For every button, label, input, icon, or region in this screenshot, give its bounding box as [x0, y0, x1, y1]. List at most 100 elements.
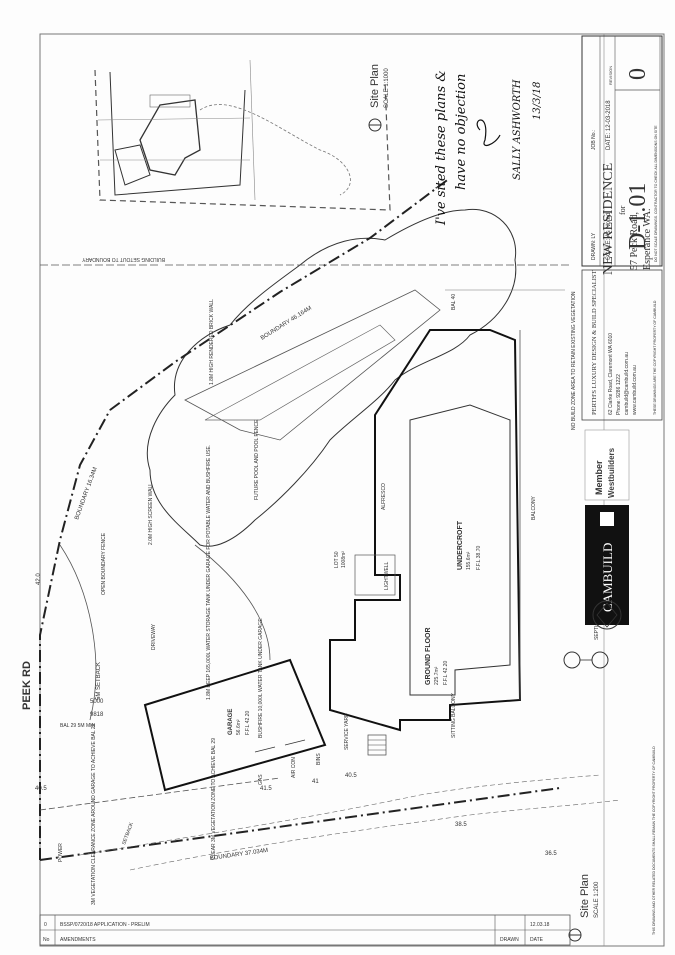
company-name: PERTH'S LUXURY DESIGN & BUILD SPECIALIST: [591, 271, 598, 415]
revision-description: BSSP/0720/18 APPLICATION - PRELIM: [60, 922, 150, 928]
driveway-right-edge: [194, 544, 271, 661]
setout-label: BUILDING SETOUT TO BOUNDARY: [81, 256, 165, 262]
ground-ffl: F.F.L 42.20: [443, 661, 449, 685]
bal29-label: BAL 29 5M MIN: [60, 723, 95, 729]
project-for: for: [618, 205, 627, 215]
boundary-south-line: [39, 787, 561, 861]
setback-small-label: SETBACK: [121, 821, 135, 846]
revision-head-no: No: [43, 937, 50, 943]
lot-area: 1008m²: [341, 551, 347, 568]
copyright-long: THIS DRAWING AND OTHER RELATED DOCUMENTS…: [652, 746, 656, 935]
site-plan-title-text: Site Plan: [579, 874, 591, 918]
drawing-scale: SCALE: As Noted: [606, 213, 612, 260]
no-build-label: NO BUILD ZONE AREA TO RETAIN EXISTING VE…: [571, 291, 577, 430]
scale-note: DO NOT SCALE DRAWINGS. CONTRACTOR TO CHE…: [654, 125, 658, 262]
tree-canopy-outline: [146, 208, 517, 547]
screen-wall-label: 2.0M HIGH SCREEN WALL: [148, 483, 154, 545]
boundary-north-label: BOUNDARY 16.34M: [74, 467, 99, 521]
balcony-label: BALCONY: [531, 495, 537, 520]
revision-head-drawn: DRAWN: [500, 937, 519, 943]
boundary-north-line: [39, 409, 111, 860]
boundary-east-line: [109, 177, 451, 411]
lightwell-outline: [354, 554, 396, 596]
site-plan-title-text: Site Plan: [369, 64, 381, 108]
company-info: PERTH'S LUXURY DESIGN & BUILD SPECIALIST…: [581, 269, 663, 421]
revision-number: 0: [44, 922, 47, 928]
contour-label: 41: [312, 779, 319, 785]
project-address-1: 57 Peck Road,: [629, 212, 640, 270]
site-plan-scale-text: SCALE 1:1000: [384, 68, 390, 108]
lightwell-label: LIGHTWELL: [384, 561, 390, 590]
company-address: 62 Clarke Road, Claremont WA 6010: [608, 333, 614, 415]
driveway-left-edge: [59, 544, 97, 721]
power-label: POWER: [58, 843, 64, 862]
member-text: Member: [594, 460, 604, 495]
bins-label: BINS: [316, 753, 322, 765]
driveway-label: DRIVEWAY: [151, 623, 157, 650]
cambuild-emblem-icon: [592, 600, 622, 630]
association-text: Westbuilders: [607, 447, 616, 498]
boundary-east-label: BOUNDARY 46.164M: [260, 305, 313, 341]
ground-floor-label: GROUND FLOOR: [425, 627, 432, 685]
sitting-balcony-label: SITTING BALCONY: [451, 692, 457, 738]
handwritten-approval: I've sited these plans & have no objecti…: [434, 70, 543, 226]
undercroft-label: UNDERCROFT: [457, 520, 464, 570]
site-plan-scale-text: SCALE 1:200: [594, 881, 600, 918]
cambuild-logo: CAMBUILD: [585, 505, 629, 625]
drawn-by: DRAWN: LY: [591, 232, 597, 260]
copyright-short: THESE DRAWINGS ARE THE COPYRIGHT PROPERT…: [653, 300, 657, 415]
handwritten-line-2: have no objection: [454, 74, 469, 190]
water-tank-label: 1.8M DEEP 165,000L WATER STORAGE TANK UN…: [206, 445, 212, 700]
septic-tank-icon: [563, 651, 581, 669]
project-title-block: NEW RESIDENCE for 57 Peck Road, Esperanc…: [601, 163, 653, 275]
pool-label: FUTURE POOL AND POOL FENCE: [254, 419, 260, 500]
revision-table: BSSP/0720/18 APPLICATION - PRELIM 0 12.0…: [39, 914, 571, 946]
road-marker: 42.0: [36, 573, 42, 585]
pool-outline: [184, 289, 441, 441]
value-9818: 9818: [90, 712, 104, 718]
site-plan-title-bottom: Site Plan SCALE 1:200: [579, 874, 600, 918]
garage-ffl: F.F.L 42.20: [245, 711, 251, 735]
service-yard-steps: [367, 734, 387, 756]
sheet-border: [39, 33, 665, 947]
contour-label: 40.5: [345, 773, 357, 779]
project-title: NEW RESIDENCE: [601, 163, 616, 275]
alfresco-label: ALFRESCO: [381, 483, 387, 510]
signature-mark: [476, 119, 501, 147]
revision-label: REVISION: [608, 66, 613, 85]
contour-label: 36.5: [545, 851, 557, 857]
service-yard-label: SERVICE YARD: [344, 713, 350, 750]
air-con-label: AIR CON: [291, 757, 297, 778]
revision-head-amendments: AMENDMENTS: [60, 937, 96, 943]
setback-value: 5000: [90, 699, 104, 705]
boundary-south-label: BOUNDARY 37.034M: [209, 848, 268, 862]
member-logo: Member Westbuilders: [584, 429, 630, 501]
undercroft-ffl: F.F.L 38.70: [476, 546, 482, 570]
handwritten-signature: SALLY ASHWORTH: [512, 79, 523, 180]
bushfire-tank-label: BUSHFIRE 10,000L WATER TANK UNDER GARAGE: [258, 618, 264, 738]
company-email: cambuild@cambuild.com.au: [624, 352, 630, 415]
job-number: JOB No.:: [591, 130, 597, 150]
project-address-2: Esperance WA.: [642, 209, 653, 270]
garage-area: 56.6m²: [236, 719, 242, 735]
site-plan-title-top: Site Plan SCALE 1:1000: [369, 64, 390, 108]
handwritten-line-1: I've sited these plans &: [434, 70, 449, 226]
brand-text: CAMBUILD: [600, 543, 615, 612]
gas-label: GAS: [258, 774, 264, 785]
location-inset: [94, 59, 391, 211]
handwritten-date: 13/3/18: [532, 81, 543, 120]
garage-outline: [143, 658, 327, 792]
revision-head-date: DATE: [530, 937, 544, 943]
garage-label: GARAGE: [228, 709, 234, 735]
bal40-label: BAL 40: [451, 294, 457, 310]
open-fence-label: OPEN BOUNDARY FENCE: [101, 532, 107, 595]
drawing-date: DATE: 12-03-2018: [606, 100, 612, 150]
lot-label: LOT 50: [334, 551, 340, 568]
vegetation-clearance-label: 3M VEGETATION CLEARANCE ZONE AROUND GARA…: [91, 723, 97, 905]
septic-tank-icon: [591, 651, 609, 669]
contour-label: 40.5: [35, 786, 47, 792]
revision-number-large: 0: [625, 68, 651, 80]
company-phone: Phone: 9286 1222: [616, 374, 622, 415]
